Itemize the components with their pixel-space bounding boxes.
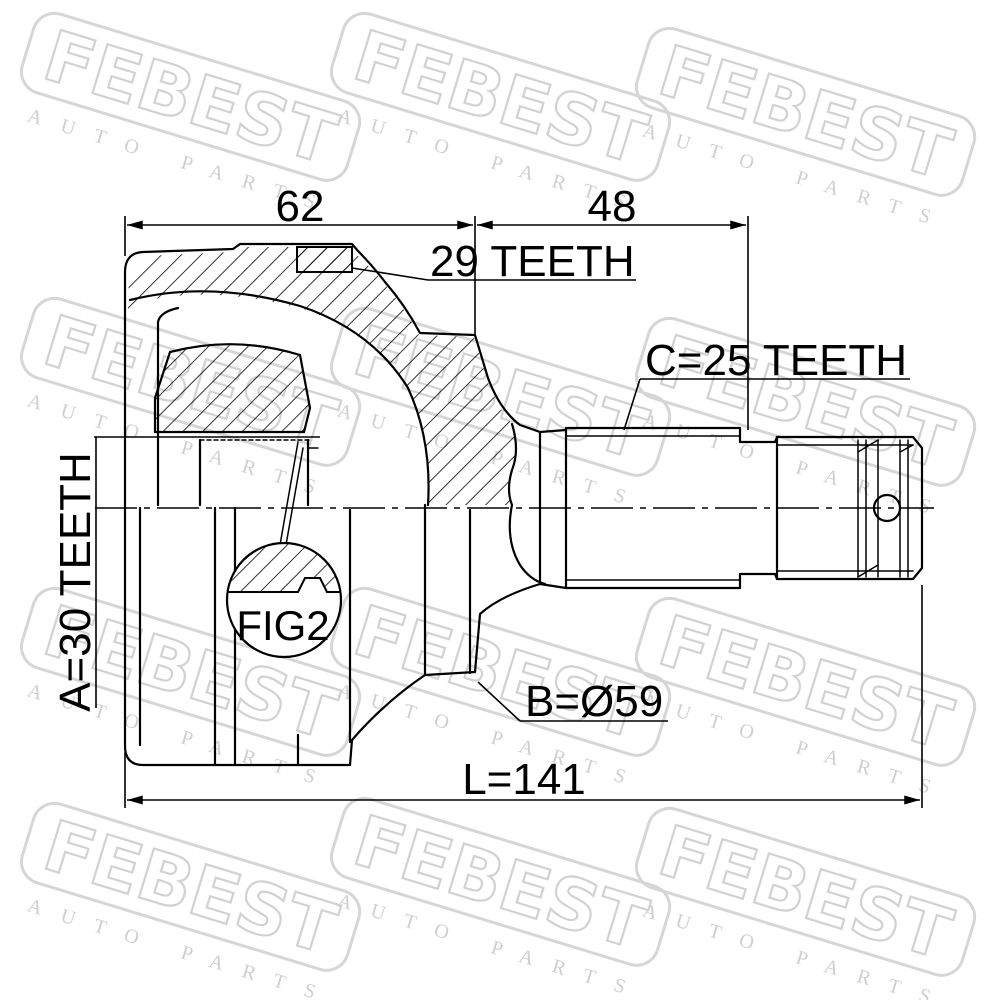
inner-race-bore (198, 438, 319, 507)
top-dimensions: 62 48 (124, 182, 749, 430)
dimension-label-48: 48 (588, 182, 637, 231)
cotter-pin-hole (872, 493, 902, 523)
cavity-arc (128, 290, 430, 507)
housing-section-hatch (128, 247, 516, 505)
watermark-frame (329, 11, 672, 182)
callout-label-a-teeth: A=30 TEETH (51, 452, 100, 712)
thread-slant-line (857, 564, 879, 578)
callout-label-c-teeth: C=25 TEETH (645, 336, 907, 385)
callout-a-teeth: A=30 TEETH (51, 436, 320, 712)
callout-b-diameter: B=Ø59 (477, 677, 668, 726)
watermark-frame (634, 26, 977, 197)
callout-c-teeth: C=25 TEETH (623, 336, 910, 431)
watermark-frame (329, 796, 672, 967)
fig2-label: FIG2 (236, 602, 329, 649)
inner-race-section (153, 343, 312, 434)
callout-label-29-teeth: 29 TEETH (430, 237, 635, 286)
watermark-frame (19, 801, 362, 972)
fig2-leader (285, 447, 304, 546)
callout-leader (351, 267, 429, 281)
neck-section-edge (507, 422, 547, 586)
cavity-wall (156, 306, 180, 507)
dimension-label-length: L=141 (462, 755, 586, 804)
watermark-frame (19, 586, 362, 757)
lower-housing-lines (138, 503, 472, 767)
callout-29-teeth: 29 TEETH (351, 237, 636, 286)
joint-outline (123, 242, 924, 767)
watermark-frame (634, 316, 977, 487)
watermark-frame (634, 596, 977, 767)
thread-slant-line (857, 439, 879, 453)
shaft-details (538, 428, 914, 590)
watermark-frame (19, 11, 362, 182)
callout-leader (623, 378, 641, 431)
abs-ring-section (296, 246, 353, 273)
callout-leader (477, 681, 521, 722)
length-dimension: L=141 (124, 585, 923, 808)
callout-label-b-diameter: B=Ø59 (525, 677, 663, 726)
dimension-label-62: 62 (276, 182, 325, 231)
fig2-leader (279, 441, 299, 546)
thread-slant-line (899, 444, 914, 453)
watermark-frame (634, 806, 977, 977)
